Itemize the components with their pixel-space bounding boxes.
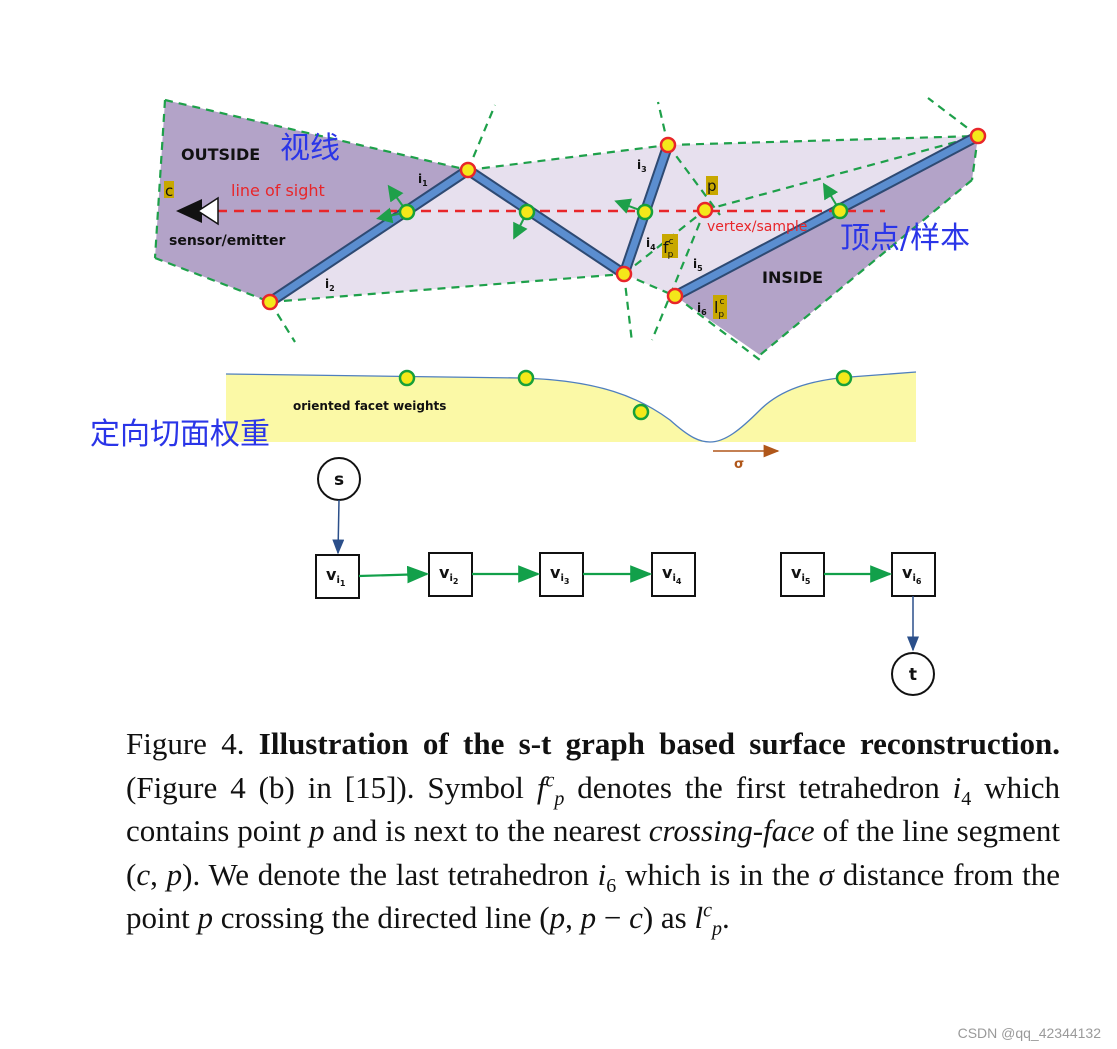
caption-text: which contains point [126,769,1060,849]
caption-sup: c [545,769,555,792]
tetra-label-i3: i3 [637,158,647,174]
fpc-highlight [662,234,678,258]
weights-label: oriented facet weights [293,399,446,413]
node-v-i6: vi6 [902,563,922,586]
lpc-highlight [713,295,727,319]
caption-p-var: p [549,900,566,935]
caption-text: denotes the first tetrahedron [564,769,953,805]
source-label: s [334,470,344,490]
line-of-sight-label: line of sight [231,181,325,200]
p-highlight [706,176,718,195]
caption-sigma: σ [818,856,834,892]
tetra-label-i6: i6 [697,301,707,317]
p-label: p [707,177,717,195]
node-v-i3: vi3 [550,563,569,586]
caption-text: distance from the point [126,856,1061,936]
c-label: c [165,182,173,200]
crossing-points [398,202,849,221]
node-v-i5: vi5 [791,563,811,586]
caption-p-var: p [197,900,213,935]
caption-i-var: i [952,769,962,805]
tetra-label-i1: i1 [418,172,428,188]
caption-p-var: p [580,900,597,935]
caption-text: , [150,856,167,892]
node-v-i4: vi4 [662,563,682,586]
node-v-i1: vi1 [326,565,346,588]
vertex-sample-label: vertex/sample [707,219,807,235]
sensor-label: sensor/emitter [169,233,286,249]
inside-region [675,136,978,355]
caption-p-var: p [308,813,325,848]
caption-sup: c [703,899,712,922]
caption-c-var: c [136,856,151,892]
caption-text: − [596,900,630,935]
caption-text: of the line segment ( [126,813,1060,892]
caption-sub: p [554,787,565,810]
caption-f-var: f [536,769,546,805]
caption-i-var: i [597,856,607,892]
weight-points [398,369,853,421]
caption-text: and is next to the nearest [324,813,649,848]
sensor-icon [176,196,219,226]
figure-caption: Figure 4. Illustration of the s-t graph … [126,722,1060,940]
caption-text: crossing the directed line ( [212,900,550,935]
inside-label: INSIDE [762,268,823,287]
sink-node [891,652,935,696]
tetra-label-i2: i2 [325,277,335,293]
vertices [261,127,987,311]
cjk-line-of-sight: 视线 [280,131,340,166]
tetra-label-i4: i4 [646,236,656,252]
caption-sub: 4 [961,787,972,810]
outside-label: OUTSIDE [181,145,260,164]
caption-sub: 6 [606,874,617,897]
caption-text: which is in the [616,856,819,892]
caption-prefix: Figure 4. [126,726,259,761]
graph-nodes [315,552,936,599]
cjk-weights: 定向切面权重 [90,417,270,452]
edge-s-v1 [332,499,345,555]
weights-area [226,372,916,442]
graph-edges [358,565,893,584]
caption-crossing-face: crossing-face [648,813,815,848]
caption-sub: p [712,918,722,941]
caption-l-var: l [694,900,704,935]
caption-text: ) as [642,900,695,935]
watermark: CSDN @qq_42344132 [957,1025,1101,1041]
sink-label: t [909,665,917,685]
caption-text: , [565,900,581,935]
caption-text: . [722,900,730,935]
weights-curve [225,371,917,443]
caption-text: ). We denote the last tetrahedron [182,856,598,892]
caption-text: (Figure 4 (b) in [15]). Symbol [126,769,537,805]
caption-p-var: p [166,856,183,892]
inside-strip-region [270,136,978,302]
st-graph-figure: c OUTSIDE INSIDE line of sight sensor/em… [90,97,987,696]
cjk-vertex-sample: 顶点/样本 [840,221,970,256]
node-v-i2: vi2 [439,563,458,586]
tetra-label-i5: i5 [693,257,703,273]
caption-c-var: c [629,900,643,935]
sigma-label: σ [734,457,744,472]
outside-region [155,100,468,302]
c-highlight [164,181,174,198]
caption-title: Illustration of the s-t graph based surf… [258,726,1061,761]
